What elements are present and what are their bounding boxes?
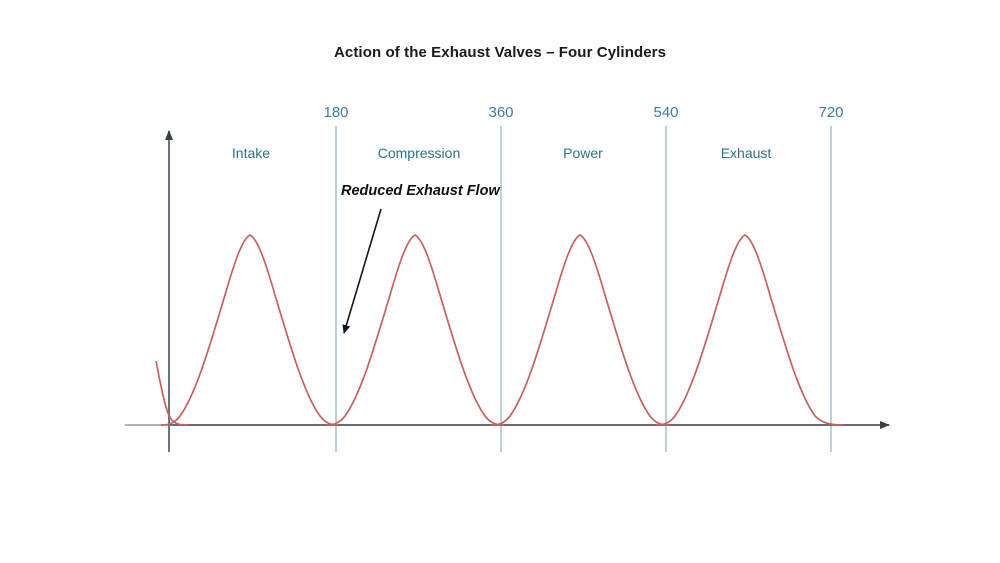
stroke-label-compression: Compression	[377, 145, 461, 161]
annotation-arrow	[342, 208, 382, 334]
x-tick-label-720: 720	[818, 104, 844, 121]
annotation-reduced-exhaust-flow: Reduced Exhaust Flow	[341, 183, 500, 199]
stroke-label-power: Power	[563, 145, 603, 161]
gridlines	[335, 126, 832, 452]
stroke-label-exhaust: Exhaust	[720, 145, 772, 161]
x-tick-label-180: 180	[323, 104, 349, 121]
stroke-label-intake: Intake	[231, 145, 271, 161]
valve-curve-cylinder-2	[160, 234, 340, 426]
valve-curve-cylinder-4	[490, 234, 670, 426]
valve-lift-curves	[155, 234, 844, 426]
x-tick-label-360: 360	[488, 104, 514, 121]
x-tick-label-540: 540	[653, 104, 679, 121]
valve-curve-cylinder-3	[325, 234, 505, 426]
valve-curve-cylinder-5	[655, 234, 844, 426]
valve-curve-cylinder-1	[155, 360, 189, 426]
chart-title: Action of the Exhaust Valves – Four Cyli…	[333, 44, 667, 61]
